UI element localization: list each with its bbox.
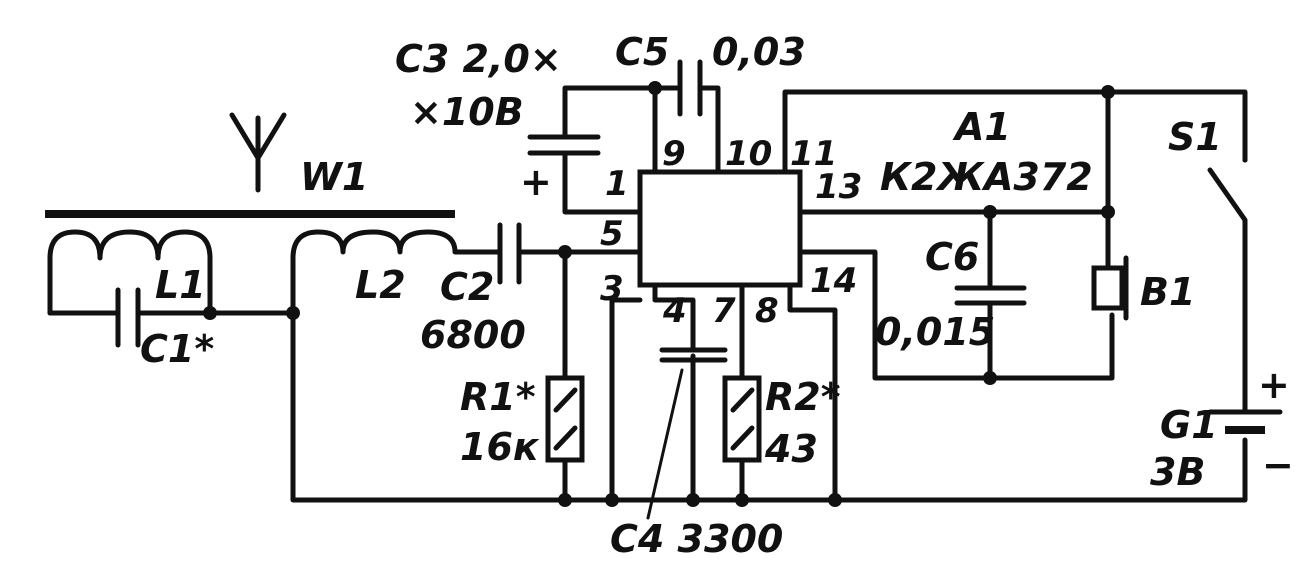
pin-9: 9 xyxy=(662,134,686,174)
capacitor-c6 xyxy=(954,285,1027,306)
pin-8: 8 xyxy=(755,291,779,331)
label-c3-plus: + xyxy=(520,160,552,204)
label-a1: A1 xyxy=(952,105,1011,149)
label-a1-part: К2ЖА372 xyxy=(880,155,1093,199)
label-l2: L2 xyxy=(355,263,406,307)
label-r2-value: 43 xyxy=(764,427,818,471)
capacitor-c2 xyxy=(497,222,643,285)
label-c5-value: 0,03 xyxy=(712,30,806,74)
pin-10: 10 xyxy=(725,134,772,174)
pin-14: 14 xyxy=(810,261,857,301)
label-c5: C5 xyxy=(615,30,669,74)
label-w1: W1 xyxy=(300,155,368,199)
capacitor-c3 xyxy=(527,134,601,156)
capacitor-c5 xyxy=(677,59,703,117)
pin-4: 4 xyxy=(662,291,687,331)
earphone-b1 xyxy=(1091,255,1129,321)
label-c3-value: ×10В xyxy=(410,90,524,134)
label-g1-minus: − xyxy=(1262,443,1294,487)
capacitor-c1 xyxy=(115,287,141,348)
label-r2: R2* xyxy=(765,375,841,419)
label-c6: C6 xyxy=(925,235,979,279)
label-g1: G1 xyxy=(1160,403,1218,447)
antenna-symbol xyxy=(229,112,287,193)
pin-3: 3 xyxy=(600,269,624,309)
capacitor-c4 xyxy=(646,347,728,520)
label-r1-value: 16к xyxy=(460,425,540,469)
label-s1: S1 xyxy=(1168,115,1222,159)
label-c6-value: 0,015 xyxy=(875,310,995,354)
label-b1: B1 xyxy=(1140,270,1195,314)
pin-5: 5 xyxy=(600,214,624,254)
ic-a1 xyxy=(637,169,803,288)
pin-13: 13 xyxy=(815,167,862,207)
pin-1: 1 xyxy=(605,164,629,204)
label-c2-value: 6800 xyxy=(420,313,526,357)
resistor-r1 xyxy=(545,375,585,463)
label-g1-plus: + xyxy=(1258,363,1290,407)
label-c1: C1* xyxy=(140,327,214,371)
battery-g1 xyxy=(1207,409,1283,434)
wires xyxy=(290,85,1248,503)
junction-dots xyxy=(203,81,1115,507)
label-g1-value: 3В xyxy=(1150,450,1205,494)
resistor-r2 xyxy=(722,375,762,463)
label-c4: C4 3300 xyxy=(610,517,783,561)
label-c3: C3 2,0× xyxy=(395,37,562,81)
coil-l2 xyxy=(290,229,503,316)
label-c2: C2 xyxy=(440,265,494,309)
label-l1: L1 xyxy=(155,263,206,307)
pin-11: 11 xyxy=(790,134,837,174)
label-r1: R1* xyxy=(460,375,536,419)
pin-7: 7 xyxy=(712,291,736,331)
